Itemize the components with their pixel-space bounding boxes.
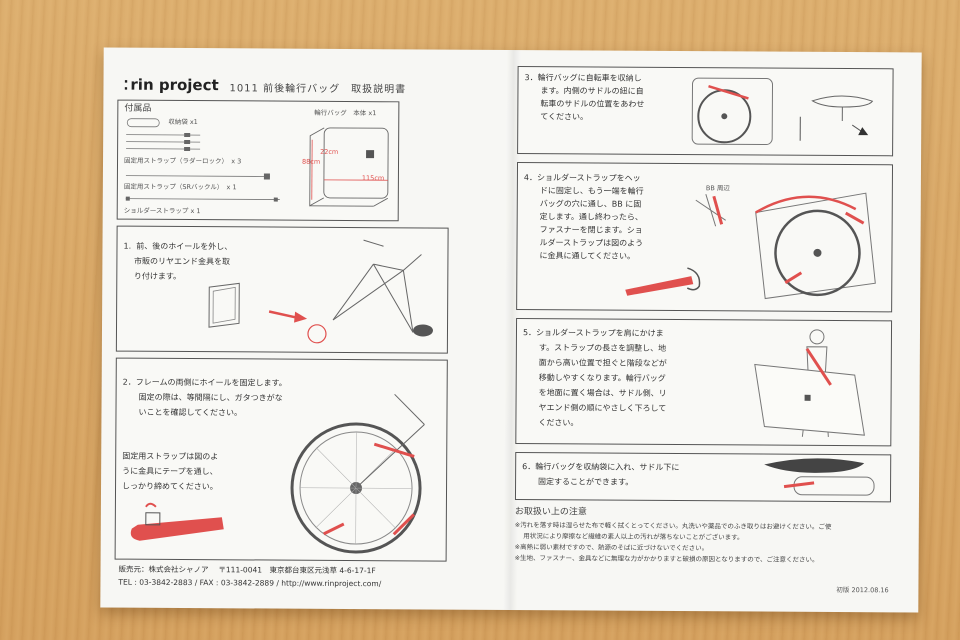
step-2-strap-text: 固定用ストラップは図のよ うに金具にテープを通し、 しっかり締めてください。 [122,451,219,492]
bag-depth-dimension: 22cm [320,147,339,156]
shoulder-strap-hook-illustration [625,267,701,296]
bag-height-dimension: 88cm [301,157,321,166]
step-5-box: 5．ショルダーストラップを肩にかけま す。ストラップの長さを調整し、地 面から高… [515,318,893,447]
contact-info: TEL : 03-3842-2883 / FAX : 03-3842-2889 … [118,577,382,589]
sr-strap-illustration [125,173,270,180]
storage-bag-illustration [126,118,160,128]
person-carrying-bag-illustration [754,329,865,437]
seller-info: 販売元：株式会社シャノア 〒111-0041 東京都台東区元浅草 4-6-17-… [118,564,376,576]
wheels-fixed-illustration [290,393,425,554]
accessories-box: 付属品 収納袋 x1 固定用ストラップ（ラダーロック） x 3 固定用ストラップ… [116,99,400,222]
edition-date: 初版 2012.08.16 [836,585,889,595]
logo-text: rin project [130,75,219,95]
ladder-strap-label: 固定用ストラップ（ラダーロック） x 3 [124,156,242,166]
saddle-illustration [799,95,874,141]
step-3-text: 3．輪行バッグに自転車を収納し ます。内側のサドルの紐に自 転車のサドルの位置を… [524,73,645,122]
care-heading: お取扱い上の注意 [514,507,587,518]
bike-frame-illustration [307,239,433,344]
step-2-text: 2．フレームの両側にホイールを固定します。 固定の際は、等間隔にし、ガタつきがな… [122,377,287,418]
step-1-arrow [268,310,308,323]
step-6-box: 6．輪行バッグを収納袋に入れ、サドル下に 固定することができます。 [514,452,892,503]
sr-strap-label: 固定用ストラップ（SRバックル） x 1 [123,182,237,192]
rear-end-bracket-illustration [208,282,240,328]
ladder-straps-illustration [126,133,201,152]
bag-illustration [309,127,389,207]
step-3-box: 3．輪行バッグに自転車を収納し ます。内側のサドルの紐に自 転車のサドルの位置を… [517,66,894,157]
step-6-text: 6．輪行バッグを収納袋に入れ、サドル下に 固定することができます。 [522,462,680,487]
accessories-heading: 付属品 [124,103,152,114]
bb-strap-illustration [695,194,726,227]
step-5-text: 5．ショルダーストラップを肩にかけま す。ストラップの長さを調整し、地 面から高… [522,328,667,428]
strap-buckle-illustration [130,502,224,541]
care-notes: ※汚れを落す時は湿らせた布で軽く拭くとってください。丸洗いや薬品でのふき取りはお… [514,521,832,564]
storage-bag-label: 収納袋 x1 [168,117,198,127]
document-title: 1011 前後輪行バッグ 取扱説明書 [229,83,407,96]
bag-packed-illustration [755,192,876,300]
bag-label: 輪行バッグ 本体 x1 [314,108,377,118]
instruction-sheet: ⁚rin project 1011 前後輪行バッグ 取扱説明書 付属品 収納袋 … [100,47,922,613]
step-4-text: 4．ショルダーストラップをヘッ ドに固定し、もう一端を輪行 バッグの穴に通し、B… [523,173,644,261]
shoulder-strap-label: ショルダーストラップ x 1 [123,206,201,216]
shoulder-strap-illustration [125,196,280,202]
bag-wheel-illustration [691,77,774,146]
step-4-box: 4．ショルダーストラップをヘッ ドに固定し、もう一端を輪行 バッグの穴に通し、B… [516,162,894,313]
bag-width-dimension: 115cm [361,174,385,183]
storage-under-saddle-illustration [764,458,875,496]
step-2-box: 2．フレームの両側にホイールを固定します。 固定の際は、等間隔にし、ガタつきがな… [114,357,448,562]
brand-logo: ⁚rin project [123,75,219,95]
step-1-box: 1. 前、後のホイールを外し、 市販のリヤエンド金具を取 り付けます。 [115,225,449,354]
